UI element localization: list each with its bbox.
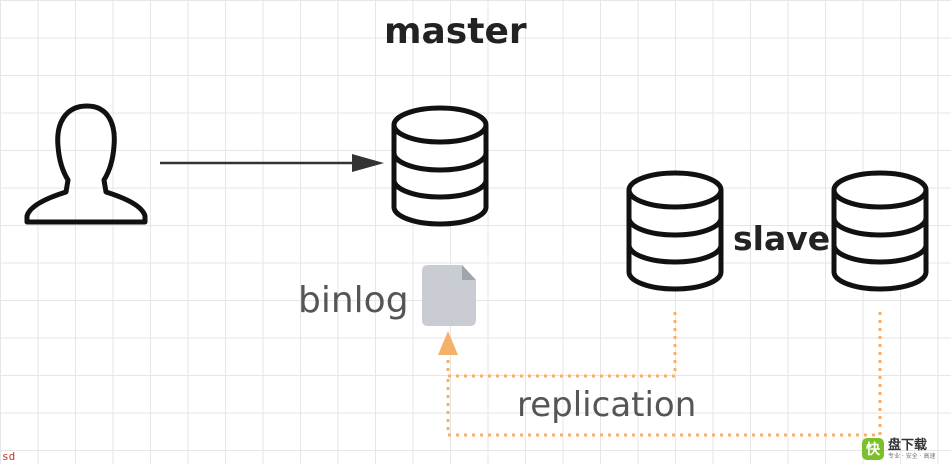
replication-label: replication <box>517 385 697 425</box>
corner-text: sd <box>2 450 16 463</box>
user-silhouette-icon <box>24 103 148 225</box>
slave-database-icon-2 <box>834 173 926 289</box>
request-arrow <box>160 154 384 172</box>
watermark: 快 盘下载 专业 · 安全 · 高速 <box>862 436 950 462</box>
file-icon <box>422 265 476 326</box>
replication-arrowhead <box>438 331 458 355</box>
master-label: master <box>384 11 527 52</box>
binlog-label: binlog <box>298 280 409 321</box>
watermark-logo: 快 <box>862 438 884 460</box>
watermark-sub: 专业 · 安全 · 高速 <box>888 452 936 460</box>
slave-database-icon-1 <box>629 173 721 289</box>
watermark-main: 盘下载 <box>888 437 928 453</box>
replication-lines <box>446 312 882 437</box>
slave-label: slave <box>733 219 831 258</box>
master-database-icon <box>394 108 486 224</box>
watermark-text: 盘下载 专业 · 安全 · 高速 <box>888 439 935 460</box>
